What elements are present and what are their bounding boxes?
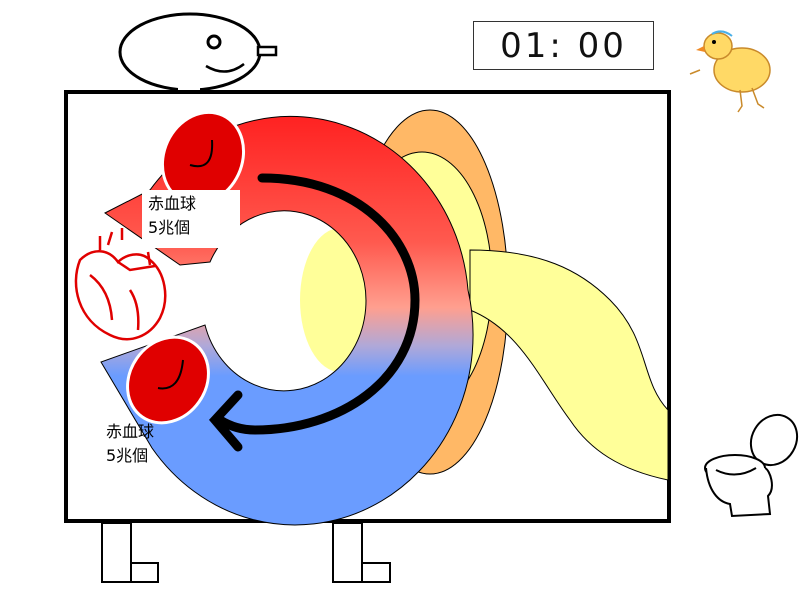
rbc-label-bottom-line2: 5兆個 [106,446,149,465]
rbc-label-bottom: 赤血球 5兆個 [100,418,198,476]
rbc-label-top: 赤血球 5兆個 [142,190,240,248]
legs [101,522,391,583]
chick-icon [689,30,771,113]
timer-display: 01: 00 [473,21,654,70]
rbc-label-top-line1: 赤血球 [148,194,197,213]
mascot-head-icon [118,12,278,96]
heart-icon [74,228,167,341]
circulation-arrow-icon [208,173,420,452]
rbc-label-top-line2: 5兆個 [148,218,191,237]
timer-text: 01: 00 [500,25,627,66]
rbc-label-bottom-line1: 赤血球 [106,422,155,441]
intestine [469,249,669,481]
red-blood-cell-icon [126,335,210,425]
toilet-icon [704,413,799,518]
